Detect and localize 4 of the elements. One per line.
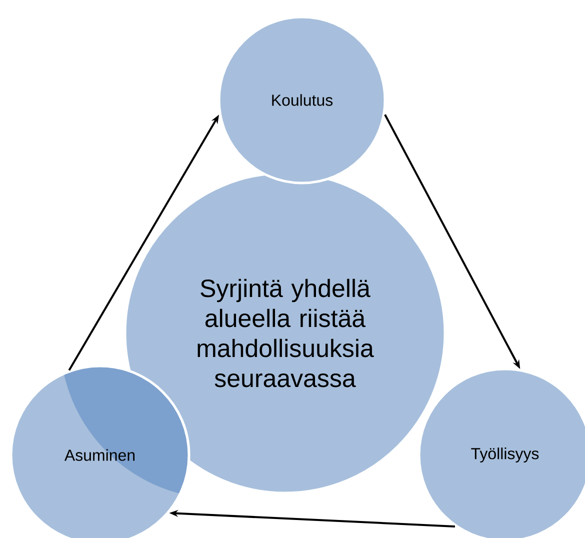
circle-node: Työllisyys: [418, 368, 585, 538]
node-label: Koulutus: [272, 94, 333, 106]
circle-node: Asuminen: [10, 364, 190, 538]
circle-node: Koulutus: [218, 16, 386, 184]
